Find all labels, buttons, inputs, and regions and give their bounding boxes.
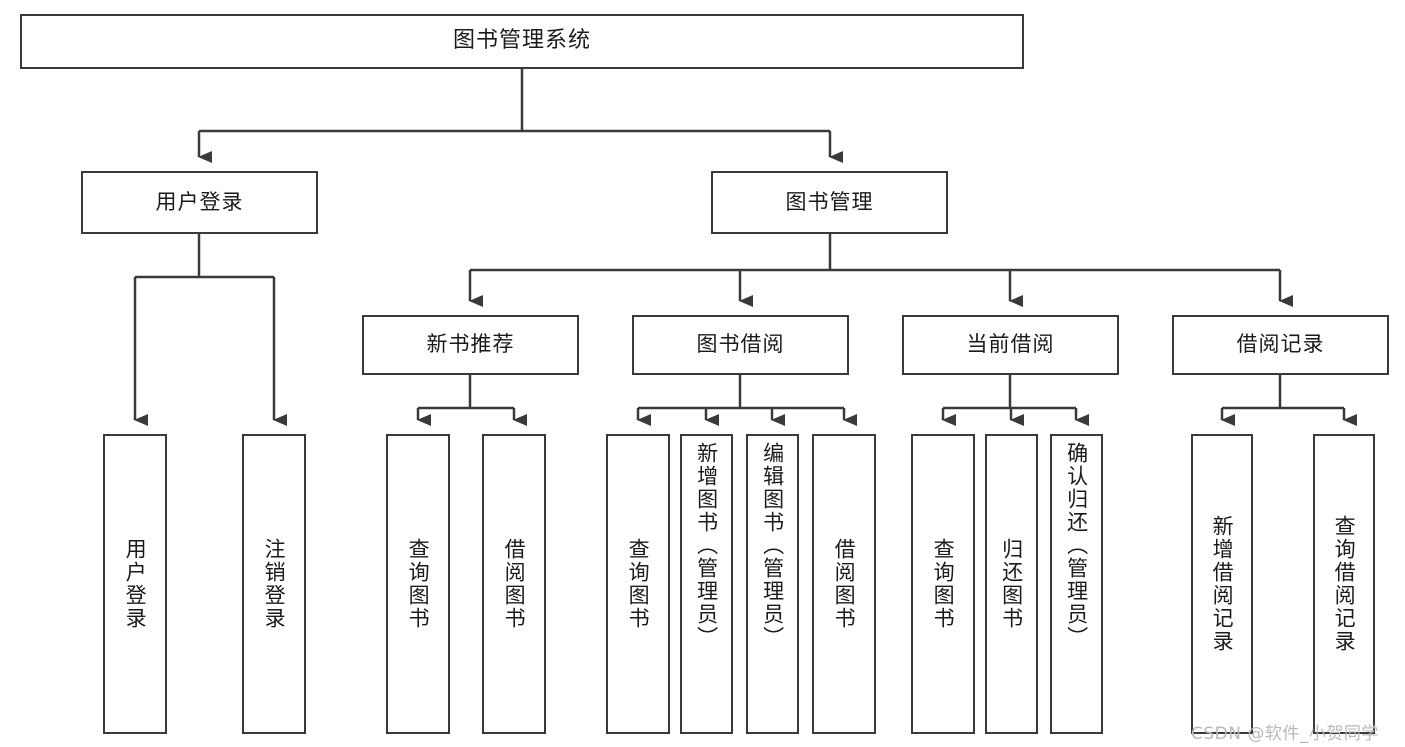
leaf-return-book-label: 归还图书 xyxy=(999,538,1024,630)
node-new-book-recommend-label: 新书推荐 xyxy=(426,332,515,357)
leaf-logout-login-label: 注销登录 xyxy=(262,538,287,630)
leaf-user-login[interactable]: 用户登录 xyxy=(103,434,167,734)
leaf-add-book-admin-label: 新增图书（管理员） xyxy=(694,442,719,649)
leaf-add-borrow-record[interactable]: 新增借阅记录 xyxy=(1191,434,1253,734)
leaf-query-book-newbook-label: 查询图书 xyxy=(406,538,431,630)
leaf-query-borrow-record[interactable]: 查询借阅记录 xyxy=(1313,434,1375,734)
leaf-add-book-admin[interactable]: 新增图书（管理员） xyxy=(680,434,733,734)
node-user-login-label: 用户登录 xyxy=(155,189,244,214)
node-book-management[interactable]: 图书管理 xyxy=(711,171,948,234)
leaf-logout-login[interactable]: 注销登录 xyxy=(242,434,306,734)
leaf-query-book-newbook[interactable]: 查询图书 xyxy=(386,434,450,734)
node-current-borrow-label: 当前借阅 xyxy=(966,332,1055,357)
node-new-book-recommend[interactable]: 新书推荐 xyxy=(362,315,579,375)
node-root-system[interactable]: 图书管理系统 xyxy=(20,14,1024,69)
leaf-add-borrow-record-label: 新增借阅记录 xyxy=(1210,515,1235,653)
leaf-edit-book-admin-label: 编辑图书（管理员） xyxy=(760,442,785,649)
node-book-management-label: 图书管理 xyxy=(785,189,874,214)
leaf-return-book[interactable]: 归还图书 xyxy=(985,434,1038,734)
leaf-query-book-borrow-label: 查询图书 xyxy=(626,538,651,630)
node-borrow-record[interactable]: 借阅记录 xyxy=(1172,315,1389,375)
node-book-borrow-label: 图书借阅 xyxy=(696,332,785,357)
leaf-confirm-return-admin-label: 确认归还（管理员） xyxy=(1064,442,1089,649)
leaf-borrow-book-newbook[interactable]: 借阅图书 xyxy=(482,434,546,734)
node-root-label: 图书管理系统 xyxy=(452,28,591,54)
node-book-borrow[interactable]: 图书借阅 xyxy=(632,315,849,375)
leaf-query-borrow-record-label: 查询借阅记录 xyxy=(1332,515,1357,653)
leaf-confirm-return-admin[interactable]: 确认归还（管理员） xyxy=(1050,434,1103,734)
leaf-query-book-current[interactable]: 查询图书 xyxy=(911,434,975,734)
leaf-query-book-borrow[interactable]: 查询图书 xyxy=(606,434,670,734)
leaf-user-login-label: 用户登录 xyxy=(123,538,148,630)
csdn-watermark: CSDN @软件_小贺同学 xyxy=(1191,724,1379,744)
leaf-borrow-book[interactable]: 借阅图书 xyxy=(812,434,876,734)
node-current-borrow[interactable]: 当前借阅 xyxy=(902,315,1119,375)
node-borrow-record-label: 借阅记录 xyxy=(1236,332,1325,357)
leaf-borrow-book-label: 借阅图书 xyxy=(832,538,857,630)
leaf-edit-book-admin[interactable]: 编辑图书（管理员） xyxy=(746,434,799,734)
node-user-login[interactable]: 用户登录 xyxy=(81,171,318,234)
leaf-borrow-book-newbook-label: 借阅图书 xyxy=(502,538,527,630)
leaf-query-book-current-label: 查询图书 xyxy=(931,538,956,630)
